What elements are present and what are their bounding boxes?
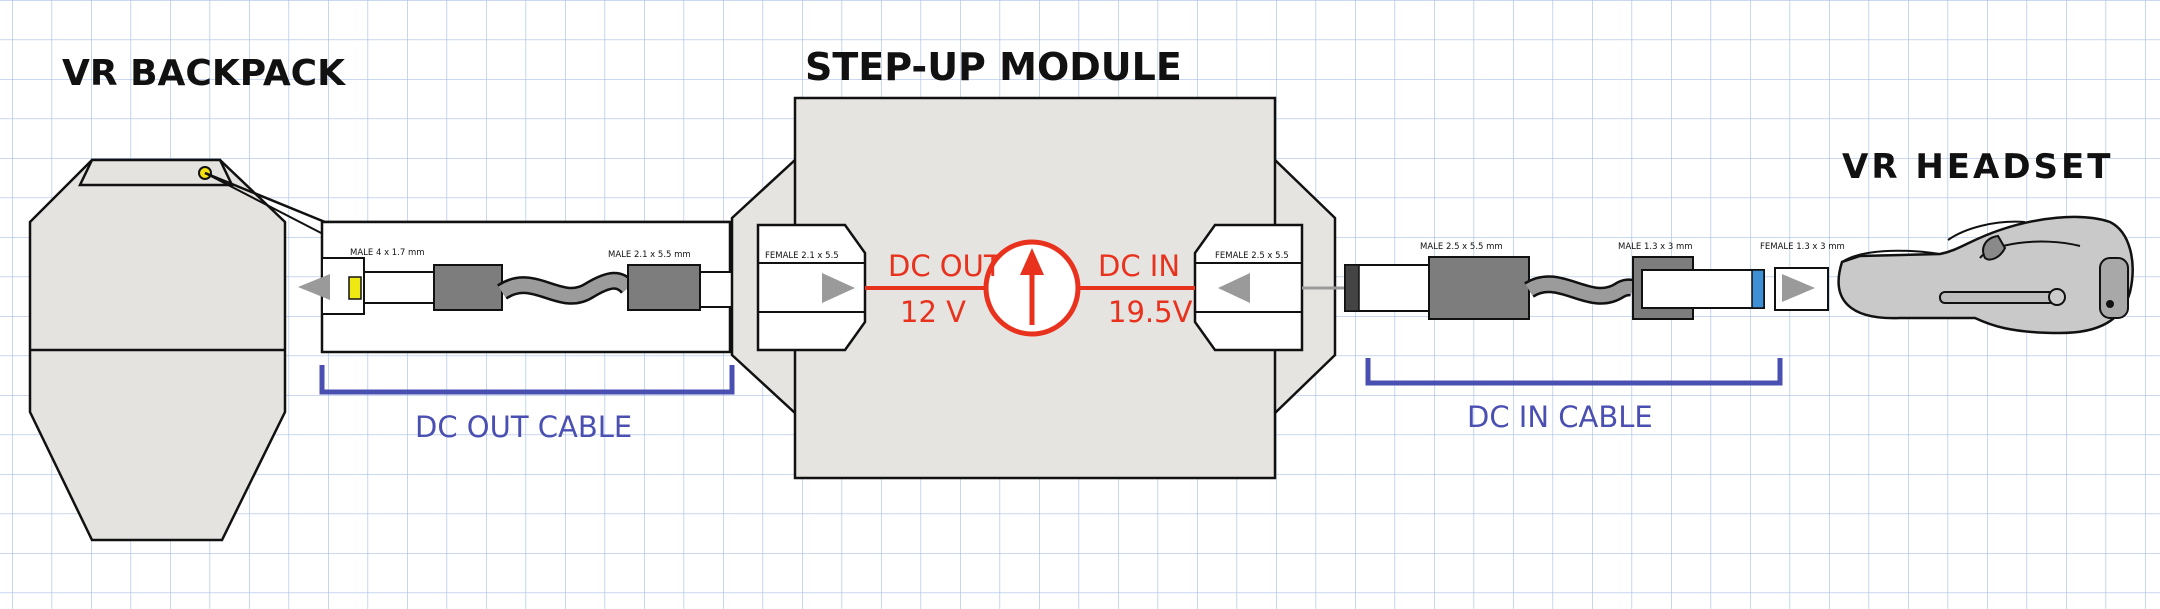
dc-out-label: DC OUT — [888, 249, 1002, 283]
label-female-1.3x3: FEMALE 1.3 x 3 mm — [1760, 242, 1845, 252]
female-2.5x5.5-port — [1193, 223, 1304, 352]
dc-in-cable: MALE 2.5 x 5.5 mm MALE 1.3 x 3 mm FEMALE… — [1302, 242, 1845, 320]
label-male-1.3x3: MALE 1.3 x 3 mm — [1618, 242, 1693, 252]
dc-out-voltage: 12 V — [900, 295, 966, 329]
dc-out-cable: MALE 4 x 1.7 mm MALE 2.1 x 5.5 mm — [298, 220, 751, 354]
dc-in-label: DC IN — [1098, 249, 1180, 283]
headset-title: VR HEADSET — [1842, 147, 2113, 187]
male-2.1x5.5-plug — [627, 264, 701, 311]
backpack-title: VR BACKPACK — [62, 53, 346, 94]
module-title: STEP-UP MODULE — [805, 45, 1182, 89]
label-male-2.1x5.5: MALE 2.1 x 5.5 mm — [608, 250, 691, 260]
step-up-arrow-icon — [1020, 248, 1044, 275]
step-up-module: FEMALE 2.1 x 5.5 FEMALE 2.5 x 5.5 — [730, 96, 1337, 480]
label-male-4x1.7: MALE 4 x 1.7 mm — [350, 248, 425, 258]
label-female-2.1x5.5: FEMALE 2.1 x 5.5 — [765, 251, 839, 261]
female-2.1x5.5-port — [756, 223, 867, 352]
vr-headset — [1837, 215, 2134, 335]
dc-out-cable-label: DC OUT CABLE — [415, 410, 632, 444]
dc-in-voltage: 19.5V — [1108, 295, 1193, 329]
label-female-2.5x5.5: FEMALE 2.5 x 5.5 — [1215, 251, 1289, 261]
dc-in-cable-label: DC IN CABLE — [1467, 400, 1653, 434]
dc-out-cable-bracket — [319, 365, 735, 395]
label-male-2.5x5.5: MALE 2.5 x 5.5 mm — [1420, 242, 1503, 252]
dc-in-cable-bracket — [1365, 358, 1783, 386]
